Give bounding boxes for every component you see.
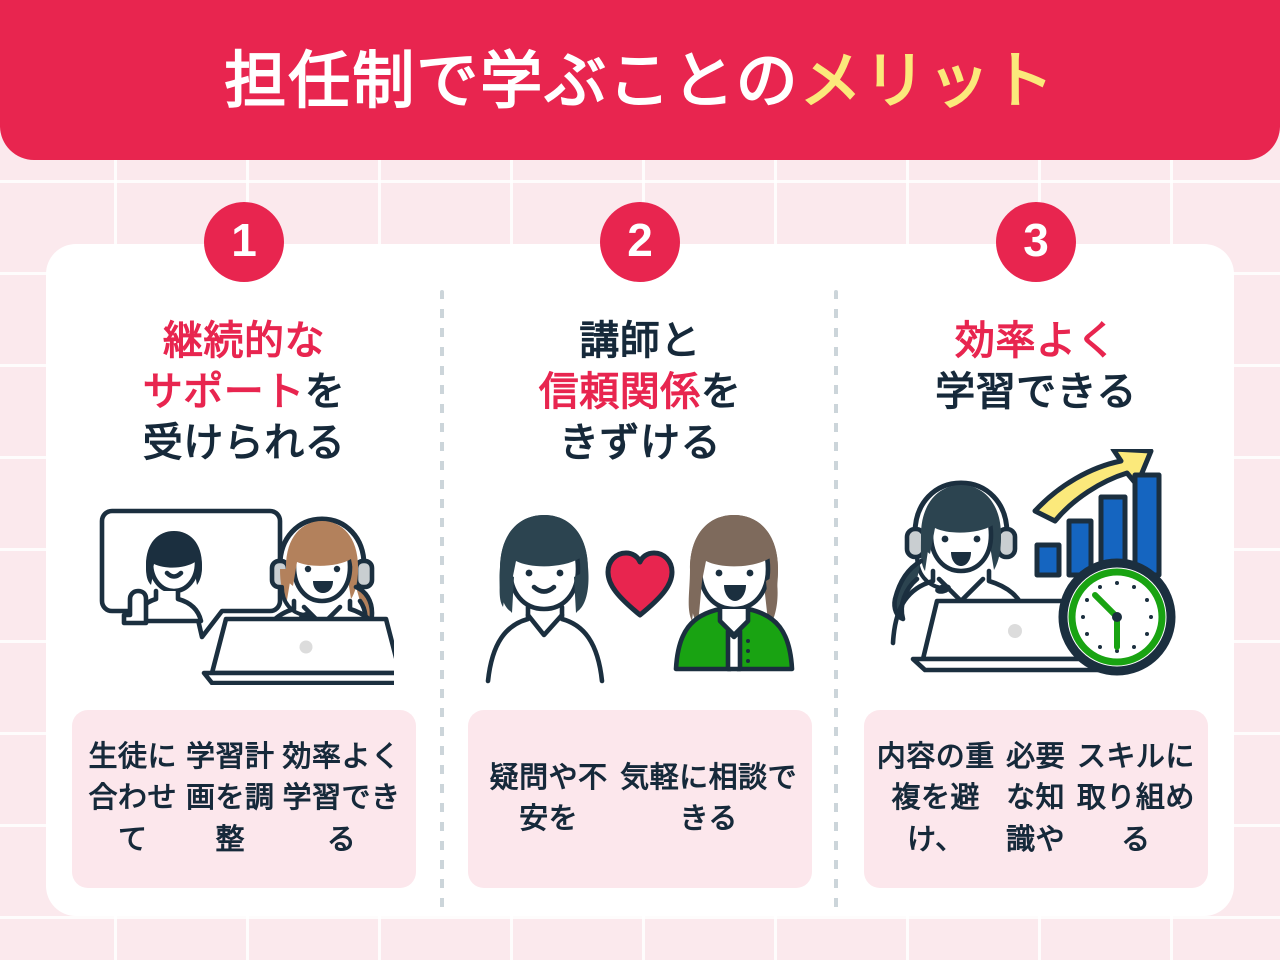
heading-line-1-red: 効率よく [954,319,1117,363]
benefit-heading-2: 講師と 信頼関係を きずける [539,316,742,470]
benefit-heading-3: 効率よく 学習できる [935,316,1137,418]
efficient-study-illustration [838,418,1234,710]
heading-line-3-dark: 受けられる [142,421,346,466]
benefit-number-badge-2: 2 [600,202,680,282]
clock-icon [1058,558,1176,676]
page-title-highlight: メリット [799,47,1056,116]
benefit-number-badge-3: 3 [996,202,1076,282]
page-title: 担任制で学ぶことのメリット [224,41,1055,113]
benefit-columns: 1 継続的な サポートを 受けられる [46,202,1234,916]
online-lesson-illustration [46,470,442,710]
column-divider-2 [834,290,838,910]
header-banner: 担任制で学ぶことのメリット [0,0,1280,160]
heading-line-2-red: 信頼関係 [538,370,701,415]
bar-chart-icon [1032,449,1162,578]
benefit-caption-3: 内容の重複を避け、必要な知識やスキルに取り組める [864,710,1208,888]
heading-line-2-dark: 学習できる [935,370,1137,415]
column-divider-1 [440,290,444,910]
benefit-column-1: 1 継続的な サポートを 受けられる [46,202,442,916]
two-people-heart-illustration [442,470,838,710]
heading-line-2-red: サポート [142,370,305,415]
benefit-caption-2: 疑問や不安を気軽に相談できる [468,710,812,888]
benefit-number-1: 1 [231,214,257,266]
heading-line-3-dark: きずける [559,421,721,466]
heading-line-2-dark: を [304,370,346,415]
heading-line-1-dark: 講師と [579,319,701,363]
page-title-plain: 担任制で学ぶことの [224,47,800,116]
benefit-column-3: 3 効率よく 学習できる [838,202,1234,916]
benefit-number-3: 3 [1023,214,1049,266]
heading-line-1-red: 継続的な [163,319,325,363]
benefit-number-badge-1: 1 [204,202,284,282]
heading-line-2-dark: を [700,370,742,415]
benefit-column-2: 2 講師と 信頼関係を きずける [442,202,838,916]
headset-woman [890,480,1122,673]
benefit-heading-1: 継続的な サポートを 受けられる [143,316,346,470]
benefit-caption-1: 生徒に合わせて学習計画を調整効率よく学習できる [72,710,416,888]
benefit-number-2: 2 [627,214,653,266]
